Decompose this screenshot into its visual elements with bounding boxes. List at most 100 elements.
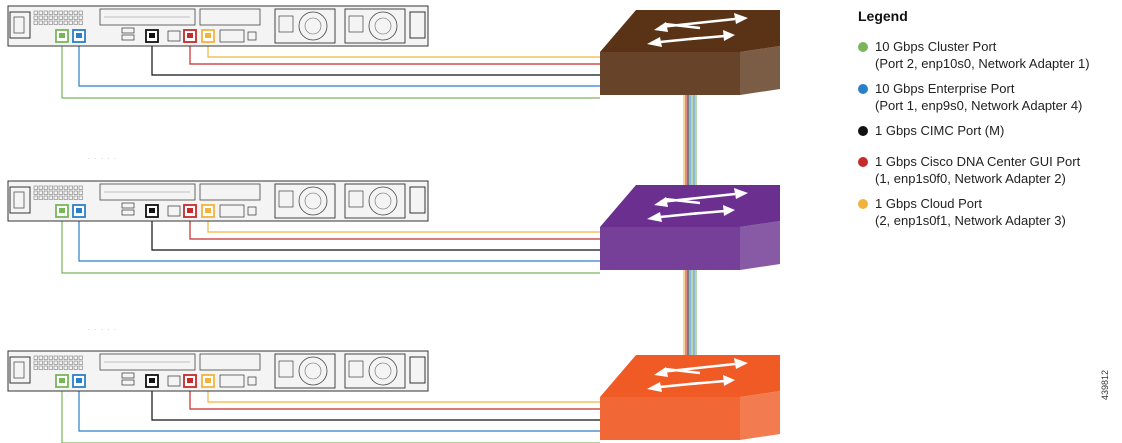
vent-hole [78, 360, 83, 365]
power-inlet [278, 15, 294, 33]
vent-hole [53, 20, 58, 25]
pcie-slot [99, 8, 196, 26]
port-jack [59, 33, 65, 38]
vent-hole [48, 20, 53, 25]
arrow-icon [689, 209, 726, 216]
fan-hub [374, 17, 392, 35]
switch-side-face [740, 46, 780, 95]
vent-hole [33, 185, 38, 190]
arrowhead [734, 13, 748, 24]
arrowhead [734, 358, 748, 369]
arrowhead [654, 22, 668, 32]
arrowhead [647, 382, 662, 392]
vent-hole [63, 10, 68, 15]
vent-hole [73, 15, 78, 20]
usb-port [121, 209, 135, 216]
cable-bundle [61, 217, 600, 274]
black-dot-icon [858, 126, 868, 136]
handle-grip [13, 191, 25, 209]
vent-hole [63, 190, 68, 195]
blank-panel [199, 353, 261, 371]
port-jack [205, 208, 211, 213]
vent-hole [43, 195, 48, 200]
usb-port [121, 27, 135, 34]
pcie-slot [99, 183, 196, 201]
legend-label: 10 Gbps Cluster Port [875, 39, 997, 54]
usb-port [121, 372, 135, 379]
legend-label: 10 Gbps Enterprise Port [875, 81, 1015, 96]
vent-hole [43, 355, 48, 360]
misc-port [167, 205, 181, 217]
faint-mark: . . . . . [88, 323, 118, 332]
power-inlet [348, 15, 364, 33]
power-supply [274, 183, 336, 219]
vent-hole [43, 15, 48, 20]
id-button [247, 376, 257, 386]
legend-label: 1 Gbps Cisco DNA Center GUI Port [875, 154, 1081, 169]
arrowhead [723, 30, 735, 41]
arrowhead [654, 197, 668, 207]
vent-hole [48, 190, 53, 195]
vent-hole [48, 355, 53, 360]
vent-hole [73, 365, 78, 370]
power-inlet [278, 190, 294, 208]
vent-hole [33, 15, 38, 20]
vent-hole [38, 15, 43, 20]
blank-panel [199, 183, 261, 201]
vent-hole [58, 195, 63, 200]
legend-item-enterprise-port: 10 Gbps Enterprise Port (Port 1, enp9s0,… [858, 80, 1120, 122]
port-jack [76, 378, 82, 383]
vent-hole [53, 185, 58, 190]
cable [207, 42, 600, 58]
vent-hole [78, 185, 83, 190]
handle [409, 186, 426, 214]
network-switch [600, 355, 780, 440]
fan-hub [374, 362, 392, 380]
power-supply [274, 353, 336, 389]
handle [9, 186, 31, 214]
vent-hole [53, 355, 58, 360]
cable [151, 42, 600, 76]
usb-port [121, 34, 135, 41]
vent-hole [58, 20, 63, 25]
cable [78, 42, 600, 87]
vent-hole [78, 190, 83, 195]
fan [298, 356, 328, 386]
vent-hole [48, 185, 53, 190]
cable [151, 387, 600, 421]
vent-hole [78, 15, 83, 20]
fan [368, 11, 398, 41]
misc-port [167, 375, 181, 387]
fan-hub [304, 192, 322, 210]
blank-panel [199, 8, 261, 26]
vent-hole [73, 185, 78, 190]
port-jack [149, 378, 155, 383]
arrowhead [723, 205, 735, 216]
vent-hole [53, 15, 58, 20]
vent-hole [73, 360, 78, 365]
vent-hole [33, 360, 38, 365]
cable [61, 42, 600, 99]
port-jack [59, 378, 65, 383]
handle [9, 356, 31, 384]
usb-port [121, 202, 135, 209]
vent-hole [63, 15, 68, 20]
vent-hole [78, 365, 83, 370]
switch-front-face [600, 397, 740, 440]
cable [189, 387, 600, 410]
fan-hub [304, 17, 322, 35]
network-switch [600, 10, 780, 95]
vent-hole [53, 365, 58, 370]
vent-hole [78, 20, 83, 25]
cable-bundle [61, 387, 600, 443]
fan [298, 186, 328, 216]
vent-hole [68, 360, 73, 365]
power-supply [344, 8, 406, 44]
legend-label: 1 Gbps Cloud Port [875, 196, 982, 211]
cable [61, 387, 600, 443]
vent-hole [43, 185, 48, 190]
vent-hole [43, 360, 48, 365]
arrow-icon [664, 367, 701, 375]
port-jack [187, 208, 193, 213]
cable [61, 217, 600, 274]
